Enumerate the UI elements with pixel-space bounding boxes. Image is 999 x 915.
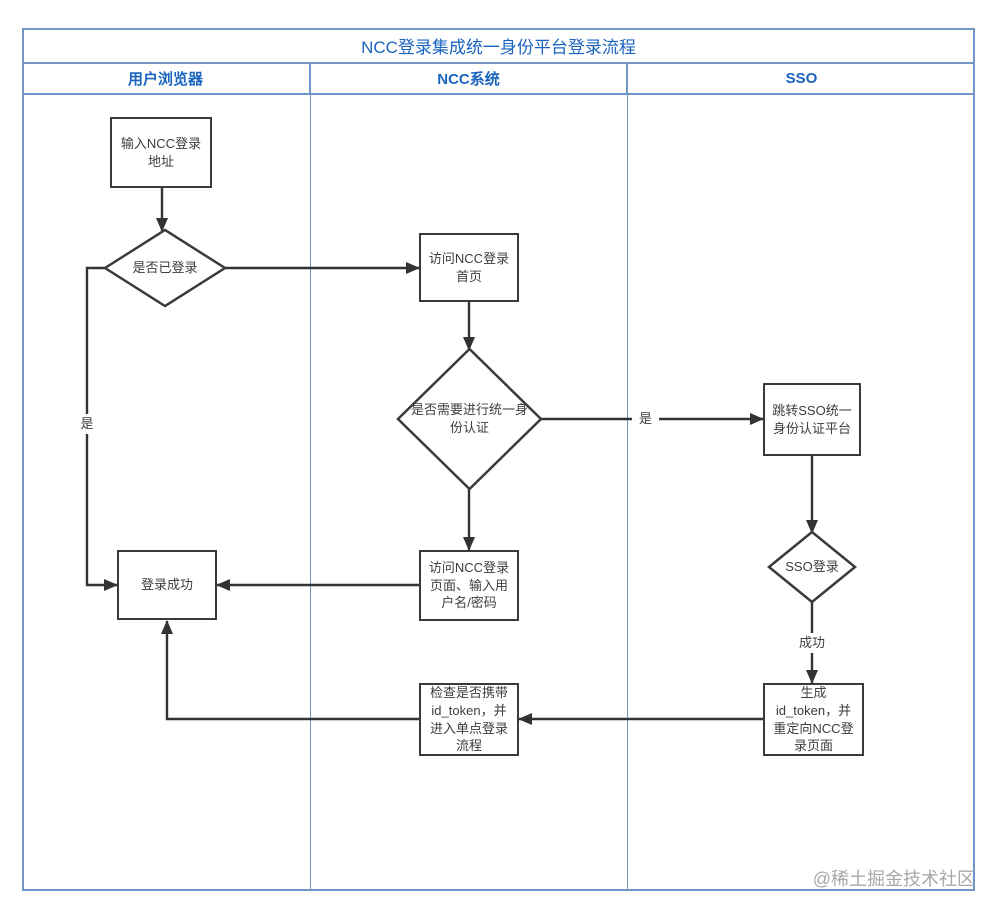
watermark-text: @稀土掘金技术社区 [812,869,975,889]
diamond-need-auth-shape [396,347,543,491]
lane-header-ncc: NCC系统 [437,70,500,88]
lane-divider-1-header [309,62,311,93]
header-separator-line [22,93,975,95]
title-separator-line [22,62,975,64]
lane-header-browser: 用户浏览器 [127,70,203,88]
node-check-id-token: 检查是否携带id_token，并进入单点登录流程 [419,683,519,756]
edge-label-success: 成功 [791,633,833,653]
edge-label-yes-right: 是 [632,409,659,429]
lane-divider-2-body [627,93,628,890]
diamond-sso-login-shape [767,530,857,604]
node-enter-ncc-url: 输入NCC登录地址 [110,117,212,188]
node-visit-ncc-home: 访问NCC登录首页 [419,233,519,302]
diamond-is-logged-in-label: 是否已登录 [132,260,198,276]
diamond-need-auth-label: 是否需要进行统一身份认证 [410,402,528,435]
node-generate-id-token: 生成id_token，并重定向NCC登录页面 [763,683,864,756]
node-visit-login-page: 访问NCC登录页面、输入用户名/密码 [419,550,519,621]
node-jump-to-sso: 跳转SSO统一身份认证平台 [763,383,861,456]
diamond-sso-login-label: SSO登录 [785,559,839,575]
lane-header-sso: SSO [785,69,818,87]
edge-label-yes-left: 是 [74,414,100,434]
lane-divider-2-header [626,62,628,93]
edge-checktoken-to-loginsuccess [161,620,419,721]
diagram-title: NCC登录集成统一身份平台登录流程 [361,37,636,57]
lane-divider-1-body [310,93,311,890]
diamond-is-logged-in-shape [102,228,228,308]
node-login-success: 登录成功 [117,550,217,620]
